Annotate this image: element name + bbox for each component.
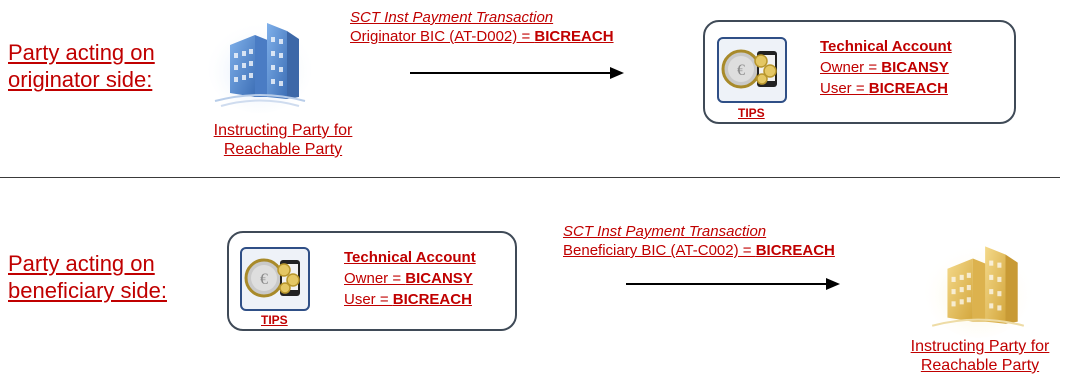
beneficiary-bic-value: BICREACH [755, 242, 835, 259]
originator-bic-line: Originator BIC (AT-D002) = BICREACH [350, 27, 614, 46]
tips-label: TIPS [738, 106, 765, 120]
user-prefix: User = [820, 80, 869, 97]
instructing-party-label-bottom: Instructing Party for Reachable Party [890, 337, 1070, 375]
user-value: BICREACH [868, 80, 948, 97]
originator-side-label-line2: originator side: [8, 67, 153, 92]
tips-icon: € [717, 37, 787, 103]
account-user-line: User = BICREACH [820, 78, 952, 99]
building-gold-svg [925, 244, 1031, 338]
account-title: Technical Account [344, 249, 476, 266]
building-icon-gold [922, 228, 1034, 340]
technical-account-box: € TIPS Technical Account Owner = BICANSY… [703, 20, 1016, 124]
instructing-party-label-line1: Instructing Party for [910, 338, 1050, 355]
tips-euro-phone-icon: € [721, 49, 777, 89]
tips-icon: € [240, 247, 310, 311]
account-owner-line: Owner = BICANSY [820, 57, 952, 78]
owner-prefix: Owner = [820, 59, 882, 76]
beneficiary-side-label-line2: beneficiary side: [8, 278, 167, 303]
arrow-right-icon [410, 67, 624, 79]
beneficiary-bic-prefix: Beneficiary BIC (AT-C002) = [563, 242, 756, 259]
user-value: BICREACH [392, 291, 472, 308]
transaction-label: SCT Inst Payment Transaction Originator … [350, 8, 614, 46]
tips-euro-phone-icon: € [244, 258, 300, 298]
instructing-party-label-line1: Instructing Party for [213, 122, 353, 139]
originator-side-label: Party acting on originator side: [8, 39, 155, 93]
transaction-title: SCT Inst Payment Transaction [350, 9, 554, 26]
owner-value: BICANSY [881, 59, 949, 76]
instructing-party-label-line2: Reachable Party [920, 357, 1040, 374]
instructing-party-label: Instructing Party for Reachable Party [188, 121, 378, 159]
account-owner-line: Owner = BICANSY [344, 268, 476, 289]
building-icon [205, 5, 315, 115]
beneficiary-side-label: Party acting on beneficiary side: [8, 250, 167, 304]
arrow-right-icon [626, 278, 840, 290]
owner-value: BICANSY [405, 270, 473, 287]
originator-bic-prefix: Originator BIC (AT-D002) = [350, 28, 535, 45]
owner-prefix: Owner = [344, 270, 406, 287]
section-divider [0, 177, 1060, 178]
transaction-label-bottom: SCT Inst Payment Transaction Beneficiary… [563, 222, 835, 260]
beneficiary-side-label-line1: Party acting on [8, 251, 155, 276]
transaction-title: SCT Inst Payment Transaction [563, 223, 767, 240]
svg-text:€: € [737, 62, 745, 79]
instructing-party-label-line2: Reachable Party [223, 141, 343, 158]
beneficiary-bic-line: Beneficiary BIC (AT-C002) = BICREACH [563, 241, 835, 260]
user-prefix: User = [344, 291, 393, 308]
building-blue-svg [208, 21, 312, 113]
account-details: Technical Account Owner = BICANSY User =… [820, 36, 952, 99]
account-details: Technical Account Owner = BICANSY User =… [344, 247, 476, 310]
account-title: Technical Account [820, 38, 952, 55]
tips-label: TIPS [261, 313, 288, 327]
svg-text:€: € [260, 271, 268, 288]
originator-side-label-line1: Party acting on [8, 40, 155, 65]
technical-account-box-bottom: € TIPS Technical Account Owner = BICANSY… [227, 231, 517, 331]
account-user-line: User = BICREACH [344, 289, 476, 310]
originator-bic-value: BICREACH [534, 28, 614, 45]
